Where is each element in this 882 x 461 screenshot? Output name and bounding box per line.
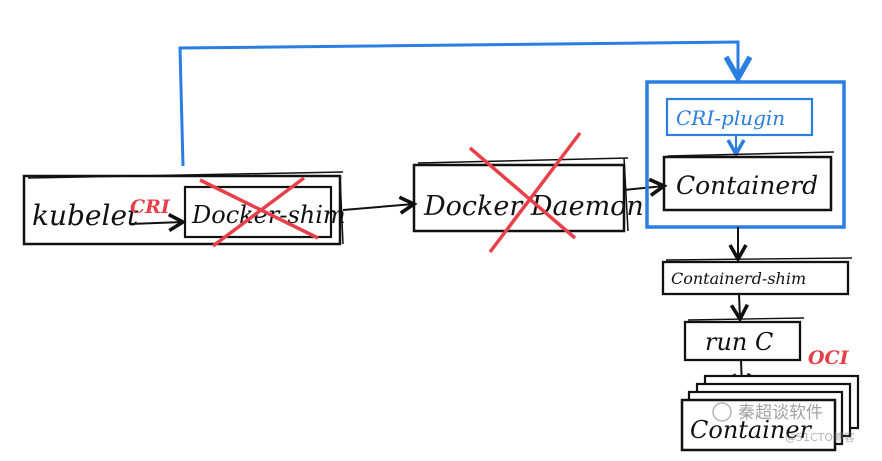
docker-shim-cross-mark	[199, 176, 319, 248]
runc-box	[683, 317, 805, 362]
shim-to-runc-arrow	[729, 293, 750, 323]
wechat-icon	[712, 402, 732, 422]
containerd-label: Containerd	[676, 171, 818, 200]
oci-label: OCI	[808, 347, 850, 369]
containerd-box	[662, 151, 835, 212]
shim-to-daemon-arrow	[342, 195, 418, 215]
cri-label: CRI	[130, 196, 171, 218]
runc-label: run C	[705, 328, 773, 356]
docker-daemon-box	[412, 157, 629, 233]
container-label: Container	[690, 416, 813, 444]
cri-plugin-box	[665, 97, 814, 137]
containerd-shim-box	[661, 257, 853, 296]
watermark-sub: @51CTO博客	[785, 430, 855, 444]
kubelet-label: kubelet	[32, 199, 139, 232]
cri-arrow	[129, 212, 187, 233]
containerd-group-box	[645, 80, 846, 229]
cri-plugin-label: CRI-plugin	[676, 106, 785, 130]
containerd-shim-label: Containerd-shim	[671, 269, 806, 288]
daemon-to-containerd-arrow	[623, 177, 668, 197]
kubelet-box	[22, 171, 344, 246]
docker-shim-box	[183, 185, 333, 239]
docker-daemon-cross-mark	[468, 131, 582, 254]
watermark-title: 秦超谈软件	[738, 403, 823, 423]
kubelet-to-containerd-route	[178, 40, 753, 167]
watermark: 秦超谈软件 @51CTO博客	[712, 402, 855, 444]
